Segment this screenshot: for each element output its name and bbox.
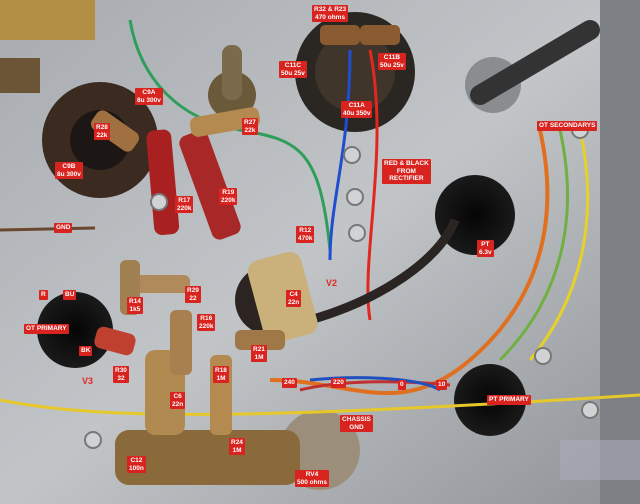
label-r18: R18 1M (213, 366, 229, 383)
label-ot-primary: OT PRIMARY (24, 324, 69, 334)
label-r17: R17 220k (175, 196, 194, 213)
r19-body (179, 130, 241, 240)
label-tap-240: 240 (282, 378, 297, 388)
label-rv4: RV4 500 ohms (295, 470, 329, 487)
label-r28: R28 22k (94, 123, 110, 140)
chassis-edge (600, 0, 640, 504)
label-c6: C6 22n (170, 392, 186, 409)
tube-label-v2: V2 (326, 278, 338, 288)
label-r27: R27 22k (242, 118, 258, 135)
r28-body (90, 110, 140, 152)
top-capacitor (0, 0, 95, 40)
label-c11b: C11B 50u 25v (378, 53, 406, 70)
r29-body (135, 275, 190, 293)
label-r14: R14 1k5 (127, 297, 143, 314)
r27-body (189, 107, 261, 137)
r16-body (170, 310, 192, 375)
label-pt-6-3v: PT 6.3v (477, 240, 494, 257)
label-r30: R30 32 (113, 366, 129, 383)
label-red-black-rectifier: RED & BLACK FROM RECTIFIER (382, 159, 431, 184)
label-tap-220: 220 (331, 378, 346, 388)
c12-capacitor (115, 430, 300, 485)
label-pt-primary: PT PRIMARY (487, 395, 531, 405)
label-r16: R16 220k (197, 314, 216, 331)
r32-body (320, 25, 360, 45)
label-c4: C4 22n (286, 290, 302, 307)
c4-body (247, 251, 318, 343)
label-ot-secondarys: OT SECONDARYS (537, 121, 598, 131)
label-gnd: GND (54, 223, 73, 233)
r21-body (235, 330, 285, 350)
tube-label-v3: V3 (82, 376, 94, 386)
r23-body (360, 25, 400, 45)
hole-pt (435, 175, 515, 255)
label-r: R (39, 290, 48, 300)
label-chassis-gnd: CHASSIS GND (340, 415, 373, 432)
label-c9a: C9A 8u 300v (135, 88, 163, 105)
label-bu: BU (63, 290, 77, 300)
label-r19: R19 220k (219, 188, 238, 205)
label-c11a: C11A 40u 350v (341, 101, 373, 118)
r30-body (94, 326, 136, 356)
label-c11c: C11C 50u 25v (279, 61, 307, 78)
socket-v3 (37, 292, 113, 368)
label-bk: BK (79, 346, 93, 356)
label-tap-10: 10 (436, 380, 448, 390)
label-c9b: C9B 8u 300v (55, 162, 83, 179)
label-r32-r23: R32 & R23 470 ohms (312, 5, 349, 22)
label-tap-0: 0 (398, 380, 406, 390)
label-r12: R12 470k (296, 226, 315, 243)
label-r21: R21 1M (251, 345, 267, 362)
label-c12: C12 100n (127, 456, 146, 473)
label-r24: R24 1M (229, 438, 245, 455)
label-r29: R29 22 (185, 286, 201, 303)
